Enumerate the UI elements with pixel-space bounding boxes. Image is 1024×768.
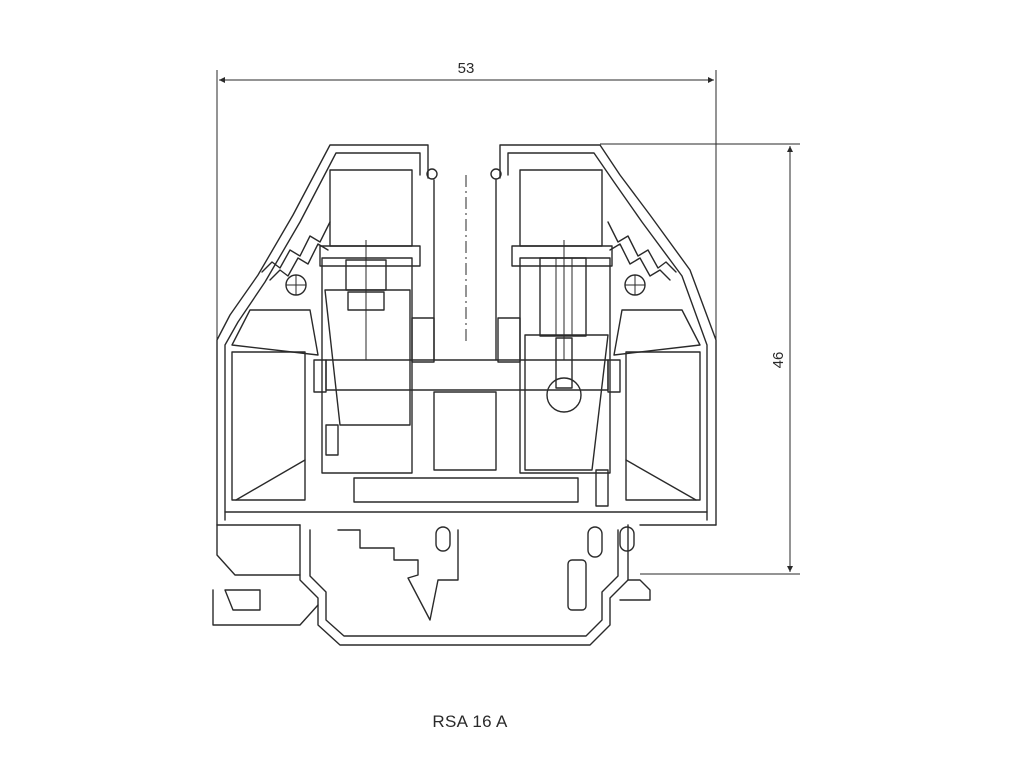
din-rail-foot	[212, 524, 651, 646]
clamp-windows	[319, 169, 613, 267]
current-bar	[325, 175, 609, 503]
side-chambers	[231, 309, 701, 501]
height-dimension: 46	[600, 143, 800, 575]
left-clamp	[313, 240, 435, 474]
mounting-screw-icons	[285, 168, 646, 296]
part-number-caption: RSA 16 A	[432, 712, 508, 731]
right-clamp	[497, 240, 621, 507]
height-dimension-label: 46	[770, 352, 787, 369]
terminal-block-housing	[216, 144, 717, 526]
width-dimension-label: 53	[458, 60, 475, 77]
